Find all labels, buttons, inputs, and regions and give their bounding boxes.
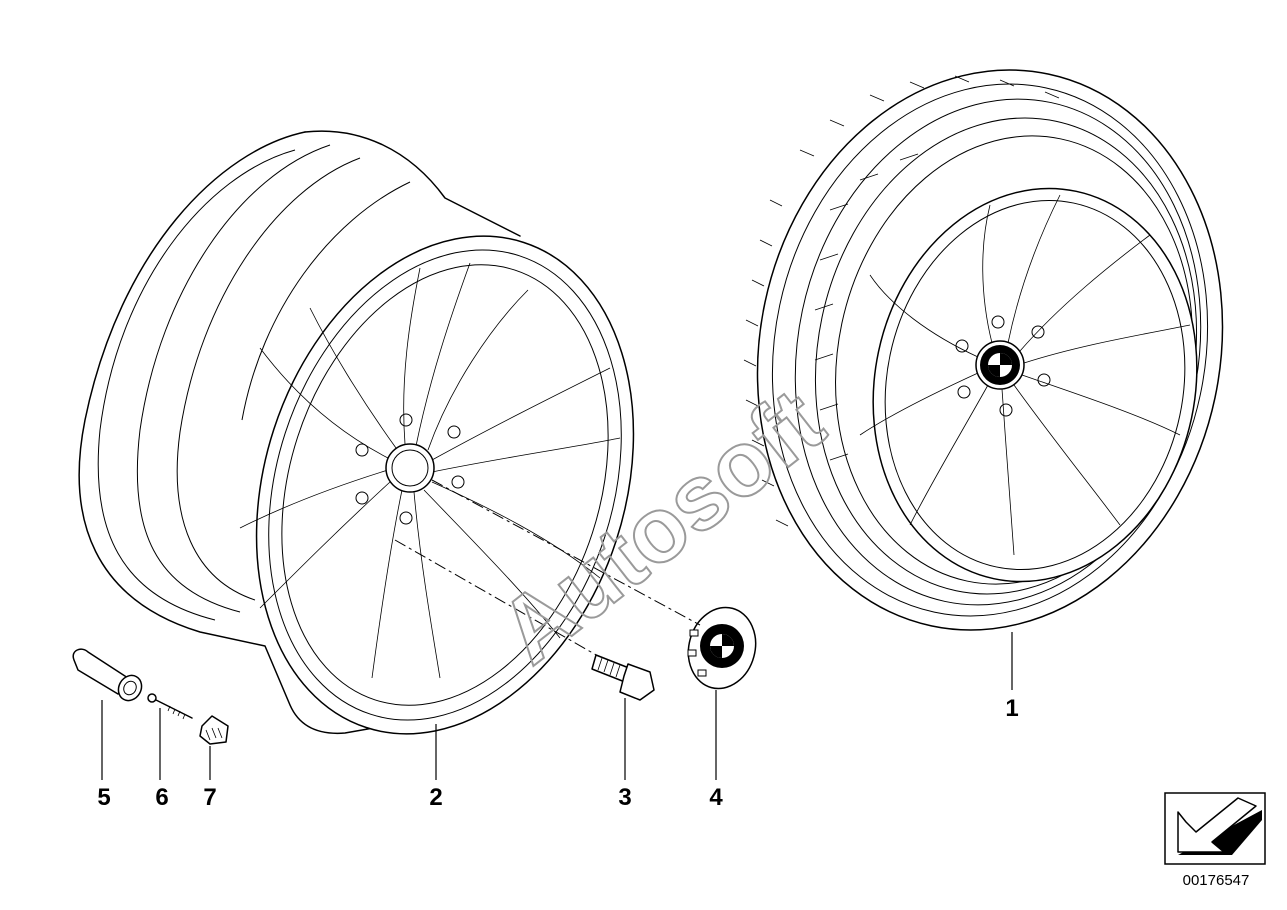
wheel-roundel-emblem: [975, 340, 1025, 390]
wheel-bolt-illustration: [591, 654, 655, 701]
callout-6: 6: [155, 784, 168, 811]
hub-cap-illustration: [687, 606, 757, 690]
leader-lines: [101, 632, 1013, 780]
assembly-lines: [394, 479, 701, 657]
valve-illustration: [72, 648, 143, 702]
document-number: 00176547: [1183, 872, 1250, 889]
callout-5: 5: [97, 784, 110, 811]
direction-arrow-icon: [1164, 792, 1266, 865]
callout-2: 2: [429, 784, 442, 811]
callout-1: 1: [1005, 695, 1018, 722]
valve-cap-illustration: [199, 715, 229, 745]
callout-4: 4: [709, 784, 723, 811]
rim-illustration: [78, 130, 635, 735]
callout-7: 7: [203, 784, 216, 811]
wheel-tyre-illustration: [743, 69, 1224, 631]
valve-insert-illustration: [147, 693, 193, 720]
callout-3: 3: [618, 784, 631, 811]
roundel-emblem-icon: [700, 624, 744, 668]
